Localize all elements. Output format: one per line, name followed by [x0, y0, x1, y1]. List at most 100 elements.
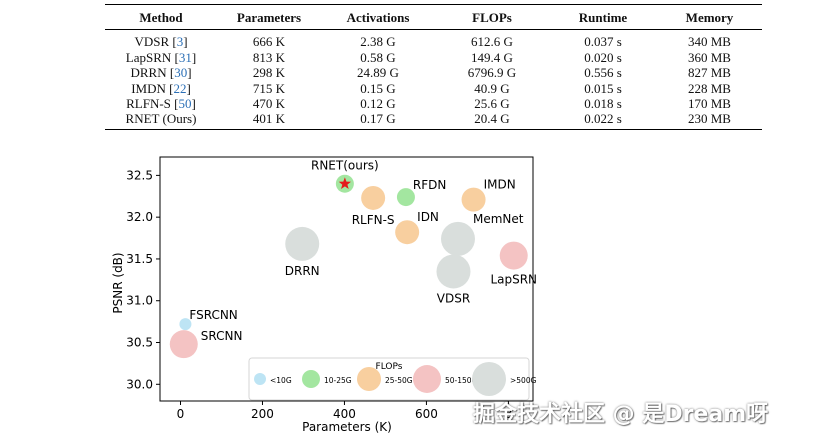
- legend-swatch: [302, 370, 320, 388]
- params-cell: 470 K: [252, 96, 286, 112]
- y-tick-label: 30.5: [126, 336, 153, 350]
- data-point: [169, 330, 198, 359]
- acts-cell: 24.89 G: [357, 65, 399, 81]
- data-point: [396, 188, 415, 207]
- data-point: [461, 187, 486, 212]
- column-header: Method: [139, 10, 183, 25]
- memory-cell: 170 MB: [688, 96, 731, 112]
- legend-title: FLOPs: [376, 362, 403, 372]
- acts-cell: 0.17 G: [360, 111, 396, 127]
- memory-cell: 360 MB: [688, 49, 731, 65]
- params-cell: 666 K: [252, 34, 286, 50]
- runtime-cell: 0.020 s: [584, 49, 622, 65]
- point-label: LapSRN: [490, 273, 537, 287]
- x-tick-label: 0: [177, 407, 185, 421]
- memory-cell: 230 MB: [688, 111, 731, 127]
- method-name: VDSR: [134, 34, 170, 50]
- method-name: RNET (Ours): [125, 111, 197, 127]
- watermark: 掘金技术社区 @ 是Dream呀: [473, 402, 769, 427]
- method-name: RLFN-S: [126, 96, 171, 112]
- legend-swatch: [472, 362, 506, 396]
- point-label: FSRCNN: [189, 308, 237, 322]
- point-label: VDSR: [437, 291, 470, 305]
- header-row: Method Parameters Activations FLOPs Runtime M…: [105, 4, 762, 30]
- citation-link[interactable]: 30: [174, 65, 188, 81]
- flops-cell: 20.4 G: [474, 111, 510, 127]
- column-header: Runtime: [578, 10, 628, 25]
- acts-cell: 0.12 G: [360, 96, 396, 112]
- acts-cell: 0.58 G: [360, 49, 396, 65]
- data-point: [395, 220, 420, 245]
- data-point: [436, 254, 471, 289]
- data-point: [440, 221, 475, 256]
- flops-cell: 40.9 G: [474, 80, 510, 96]
- y-tick-label: 32.5: [126, 168, 153, 182]
- data-point: [361, 185, 386, 210]
- memory-cell: 228 MB: [688, 80, 731, 96]
- point-label: RLFN-S: [352, 213, 395, 227]
- legend-box: [248, 357, 530, 401]
- legend-swatch: [413, 365, 441, 393]
- params-cell: 813 K: [252, 49, 286, 65]
- x-tick-label: 200: [251, 407, 274, 421]
- legend-label: 10-25G: [324, 376, 352, 385]
- citation-link[interactable]: 22: [173, 80, 187, 96]
- method-cell: VDSR [3]: [134, 34, 188, 50]
- point-label: IMDN: [484, 178, 516, 192]
- runtime-cell: 0.015 s: [584, 80, 622, 96]
- column-header: FLOPs: [472, 10, 512, 25]
- point-label: RFDN: [413, 178, 446, 192]
- method-name: DRRN: [130, 65, 167, 81]
- star-icon: [338, 177, 351, 189]
- table-row: LapSRN [31] 813 K 0.58 G 149.4 G 0.020 s 360 …: [105, 50, 762, 65]
- flops-cell: 612.6 G: [471, 34, 513, 50]
- column-header: Activations: [346, 10, 410, 25]
- runtime-cell: 0.556 s: [584, 65, 622, 81]
- method-cell: RNET (Ours): [105, 111, 217, 129]
- runtime-cell: 0.018 s: [584, 96, 622, 112]
- legend-swatch: [357, 367, 381, 391]
- data-points: FSRCNNSRCNNDRRNRNET(ours)RLFN-SRFDNIDNIM…: [169, 159, 537, 359]
- flops-cell: 149.4 G: [471, 49, 513, 65]
- data-point: [285, 226, 320, 261]
- params-cell: 401 K: [252, 111, 286, 127]
- acts-cell: 2.38 G: [360, 34, 396, 50]
- data-point: [179, 318, 192, 331]
- column-header: Parameters: [236, 10, 302, 25]
- y-tick-label: 31.5: [126, 252, 153, 266]
- table-header: Method Parameters Activations FLOPs Runtime M…: [105, 4, 762, 30]
- flops-cell: 25.6 G: [474, 96, 510, 112]
- legend-label: 25-50G: [385, 376, 413, 385]
- x-tick-label: 400: [333, 407, 356, 421]
- flops-cell: 6796.9 G: [467, 65, 517, 81]
- y-tick-label: 30.0: [126, 377, 153, 391]
- citation-link[interactable]: 3: [176, 34, 184, 50]
- citation-link[interactable]: 31: [178, 49, 192, 65]
- legend-swatch: [254, 373, 266, 385]
- method-cell: LapSRN [31]: [125, 49, 197, 65]
- memory-cell: 827 MB: [688, 65, 731, 81]
- method-cell: IMDN [22]: [131, 80, 191, 96]
- x-tick-label: 600: [415, 407, 438, 421]
- legend-label: >500G: [510, 376, 537, 385]
- plot-frame: [159, 156, 534, 402]
- citation-link[interactable]: 50: [178, 96, 192, 112]
- method-name: IMDN: [131, 80, 166, 96]
- point-label: IDN: [417, 210, 439, 224]
- data-point: [499, 241, 528, 270]
- params-cell: 298 K: [252, 65, 286, 81]
- runtime-cell: 0.037 s: [584, 34, 622, 50]
- point-label: RNET(ours): [311, 159, 379, 173]
- y-tick-label: 31.0: [126, 294, 153, 308]
- point-label: DRRN: [285, 264, 320, 278]
- column-header: Memory: [685, 10, 734, 25]
- point-label: MemNet: [473, 212, 524, 226]
- legend-label: <10G: [270, 376, 292, 385]
- y-tick-label: 32.0: [126, 210, 153, 224]
